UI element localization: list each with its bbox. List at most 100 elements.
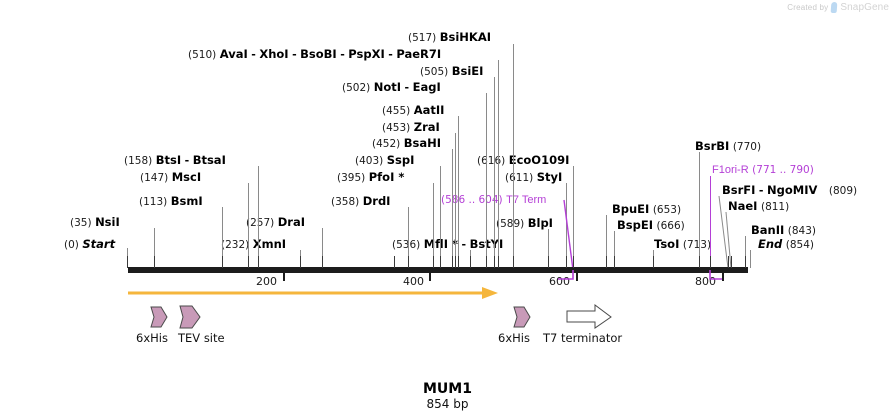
label-bsmi[interactable]: (113) BsmI [139, 195, 203, 208]
cut-tick [470, 256, 471, 268]
label-zrai[interactable]: (453) ZraI [382, 121, 440, 134]
label-bsihkai[interactable]: (517) BsiHKAI [408, 31, 491, 44]
label-position: (517) [408, 32, 437, 44]
leader-line-bsrbi [699, 152, 700, 268]
cut-tick [455, 256, 456, 268]
cut-tick [452, 256, 453, 268]
watermark-brand: SnapGene [840, 2, 889, 13]
label-bsiei[interactable]: (505) BsiEI [420, 65, 483, 78]
cut-tick [494, 256, 495, 268]
cut-tick [394, 256, 395, 268]
feature-arrow-6xhis-2[interactable] [511, 305, 533, 329]
leader-line-bpuei [606, 215, 607, 268]
label-t7-term[interactable]: (586 .. 604) T7 Term [441, 194, 546, 206]
label-feature-name: F1ori-R [712, 164, 749, 176]
cut-tick [710, 256, 711, 268]
label-enzyme-name: DrdI [362, 194, 391, 208]
ruler-tick-mark-800 [722, 272, 724, 281]
label-bpuei[interactable]: BpuEI (653) [612, 203, 681, 216]
cut-tick [222, 256, 223, 268]
cut-tick [513, 256, 514, 268]
feature-arrow-6xhis-1[interactable] [148, 305, 170, 329]
label-end[interactable]: End (854) [758, 238, 814, 251]
label-drai[interactable]: (257) DraI [246, 216, 305, 229]
feature-arrow-t7-terminator[interactable] [565, 303, 615, 331]
leader-line-btsi [258, 166, 259, 268]
leader-line-nsii [154, 228, 155, 268]
cut-tick [498, 256, 499, 268]
label-styi[interactable]: (611) StyI [505, 171, 562, 184]
bracket-t7-term[interactable] [556, 268, 588, 282]
label-sspi[interactable]: (403) SspI [355, 154, 414, 167]
label-aatii[interactable]: (455) AatII [382, 104, 444, 117]
label-enzyme-name: NaeI [728, 199, 758, 213]
ruler-tick-mark-600 [576, 272, 578, 281]
cut-tick [606, 256, 607, 268]
label-terminus-name: Start [82, 237, 116, 251]
label-position: (452) [372, 138, 401, 150]
cut-tick [745, 256, 746, 268]
label-noti-group[interactable]: (502) NotI - EagI [342, 80, 441, 94]
label-position: (453) [382, 122, 411, 134]
label-feature-name: T7 Term [506, 194, 547, 206]
label-avai-group[interactable]: (510) AvaI - XhoI - BsoBI - PspXI - PaeR… [188, 47, 442, 61]
label-tsoi[interactable]: TsoI (713) [654, 238, 711, 251]
feature-arrow-tev-site[interactable] [177, 303, 205, 331]
label-blpi[interactable]: (589) BlpI [496, 217, 553, 230]
label-msci[interactable]: (147) MscI [140, 171, 201, 184]
label-position: (505) [420, 66, 449, 78]
leader-line-end [750, 250, 751, 268]
leader-line-aatii [458, 116, 459, 268]
label-nsii[interactable]: (35) NsiI [70, 216, 120, 229]
label-enzyme-name: PaeR7I [396, 47, 442, 61]
label-enzyme-name: BsaHI [403, 136, 442, 150]
label-banii[interactable]: BanII (843) [751, 224, 816, 237]
label-start[interactable]: (0) Start [64, 238, 115, 251]
sequence-backbone[interactable] [128, 267, 748, 273]
page-subtitle: 854 bp [426, 397, 469, 411]
cut-tick [573, 256, 574, 268]
bracket-f1ori-r[interactable] [700, 268, 730, 282]
snapgene-logo-icon [830, 2, 838, 13]
label-bsrfi-group[interactable]: BsrFI - NgoMIV (809) [722, 183, 858, 197]
label-position: (809) [828, 185, 858, 197]
label-enzyme-name: BsmI [170, 194, 203, 208]
leader-line-zrai [455, 133, 456, 268]
label-bsrbi[interactable]: BsrBI (770) [695, 140, 761, 153]
cut-tick [458, 256, 459, 268]
cut-tick [154, 256, 155, 268]
label-position: (358) [331, 196, 360, 208]
label-position: (616) [477, 155, 506, 167]
watermark-prefix: Created by [787, 3, 829, 12]
cut-tick [548, 256, 549, 268]
label-enzyme-name: BsrFI [722, 183, 756, 197]
label-naei[interactable]: NaeI (811) [728, 200, 789, 213]
leader-line-avai [498, 60, 499, 268]
orf-arrow[interactable] [126, 286, 501, 300]
leader-line-banii [745, 236, 746, 268]
label-bspei[interactable]: BspEI (666) [617, 219, 685, 232]
label-position: (611) [505, 172, 534, 184]
label-position: (35) [70, 217, 92, 229]
label-xmni[interactable]: (232) XmnI [221, 238, 286, 251]
leader-line-pfoi [433, 183, 434, 268]
label-drdi[interactable]: (358) DrdI [331, 195, 390, 208]
label-position: (811) [760, 201, 790, 213]
label-enzyme-name: AvaI [219, 47, 248, 61]
label-f1ori-r[interactable]: F1ori-R (771 .. 790) [712, 164, 814, 176]
label-btsi-group[interactable]: (158) BtsI - BtsaI [124, 153, 226, 167]
label-enzyme-name: BsiHKAI [439, 30, 492, 44]
label-enzyme-name: BanII [751, 223, 785, 237]
cut-tick [731, 256, 732, 268]
leader-line-bspei [614, 231, 615, 268]
label-enzyme-name: BpuEI [612, 202, 650, 216]
ruler-tick-label-200: 200 [256, 275, 277, 288]
label-enzyme-name: ZraI [413, 120, 440, 134]
label-enzyme-name: BsrBI [695, 139, 730, 153]
leader-line-msci [248, 183, 249, 268]
label-ecoo109i[interactable]: (616) EcoO109I [477, 154, 569, 167]
label-pfoi[interactable]: (395) PfoI * [337, 171, 404, 184]
label-bsahi[interactable]: (452) BsaHI [372, 137, 441, 150]
cut-tick [614, 256, 615, 268]
